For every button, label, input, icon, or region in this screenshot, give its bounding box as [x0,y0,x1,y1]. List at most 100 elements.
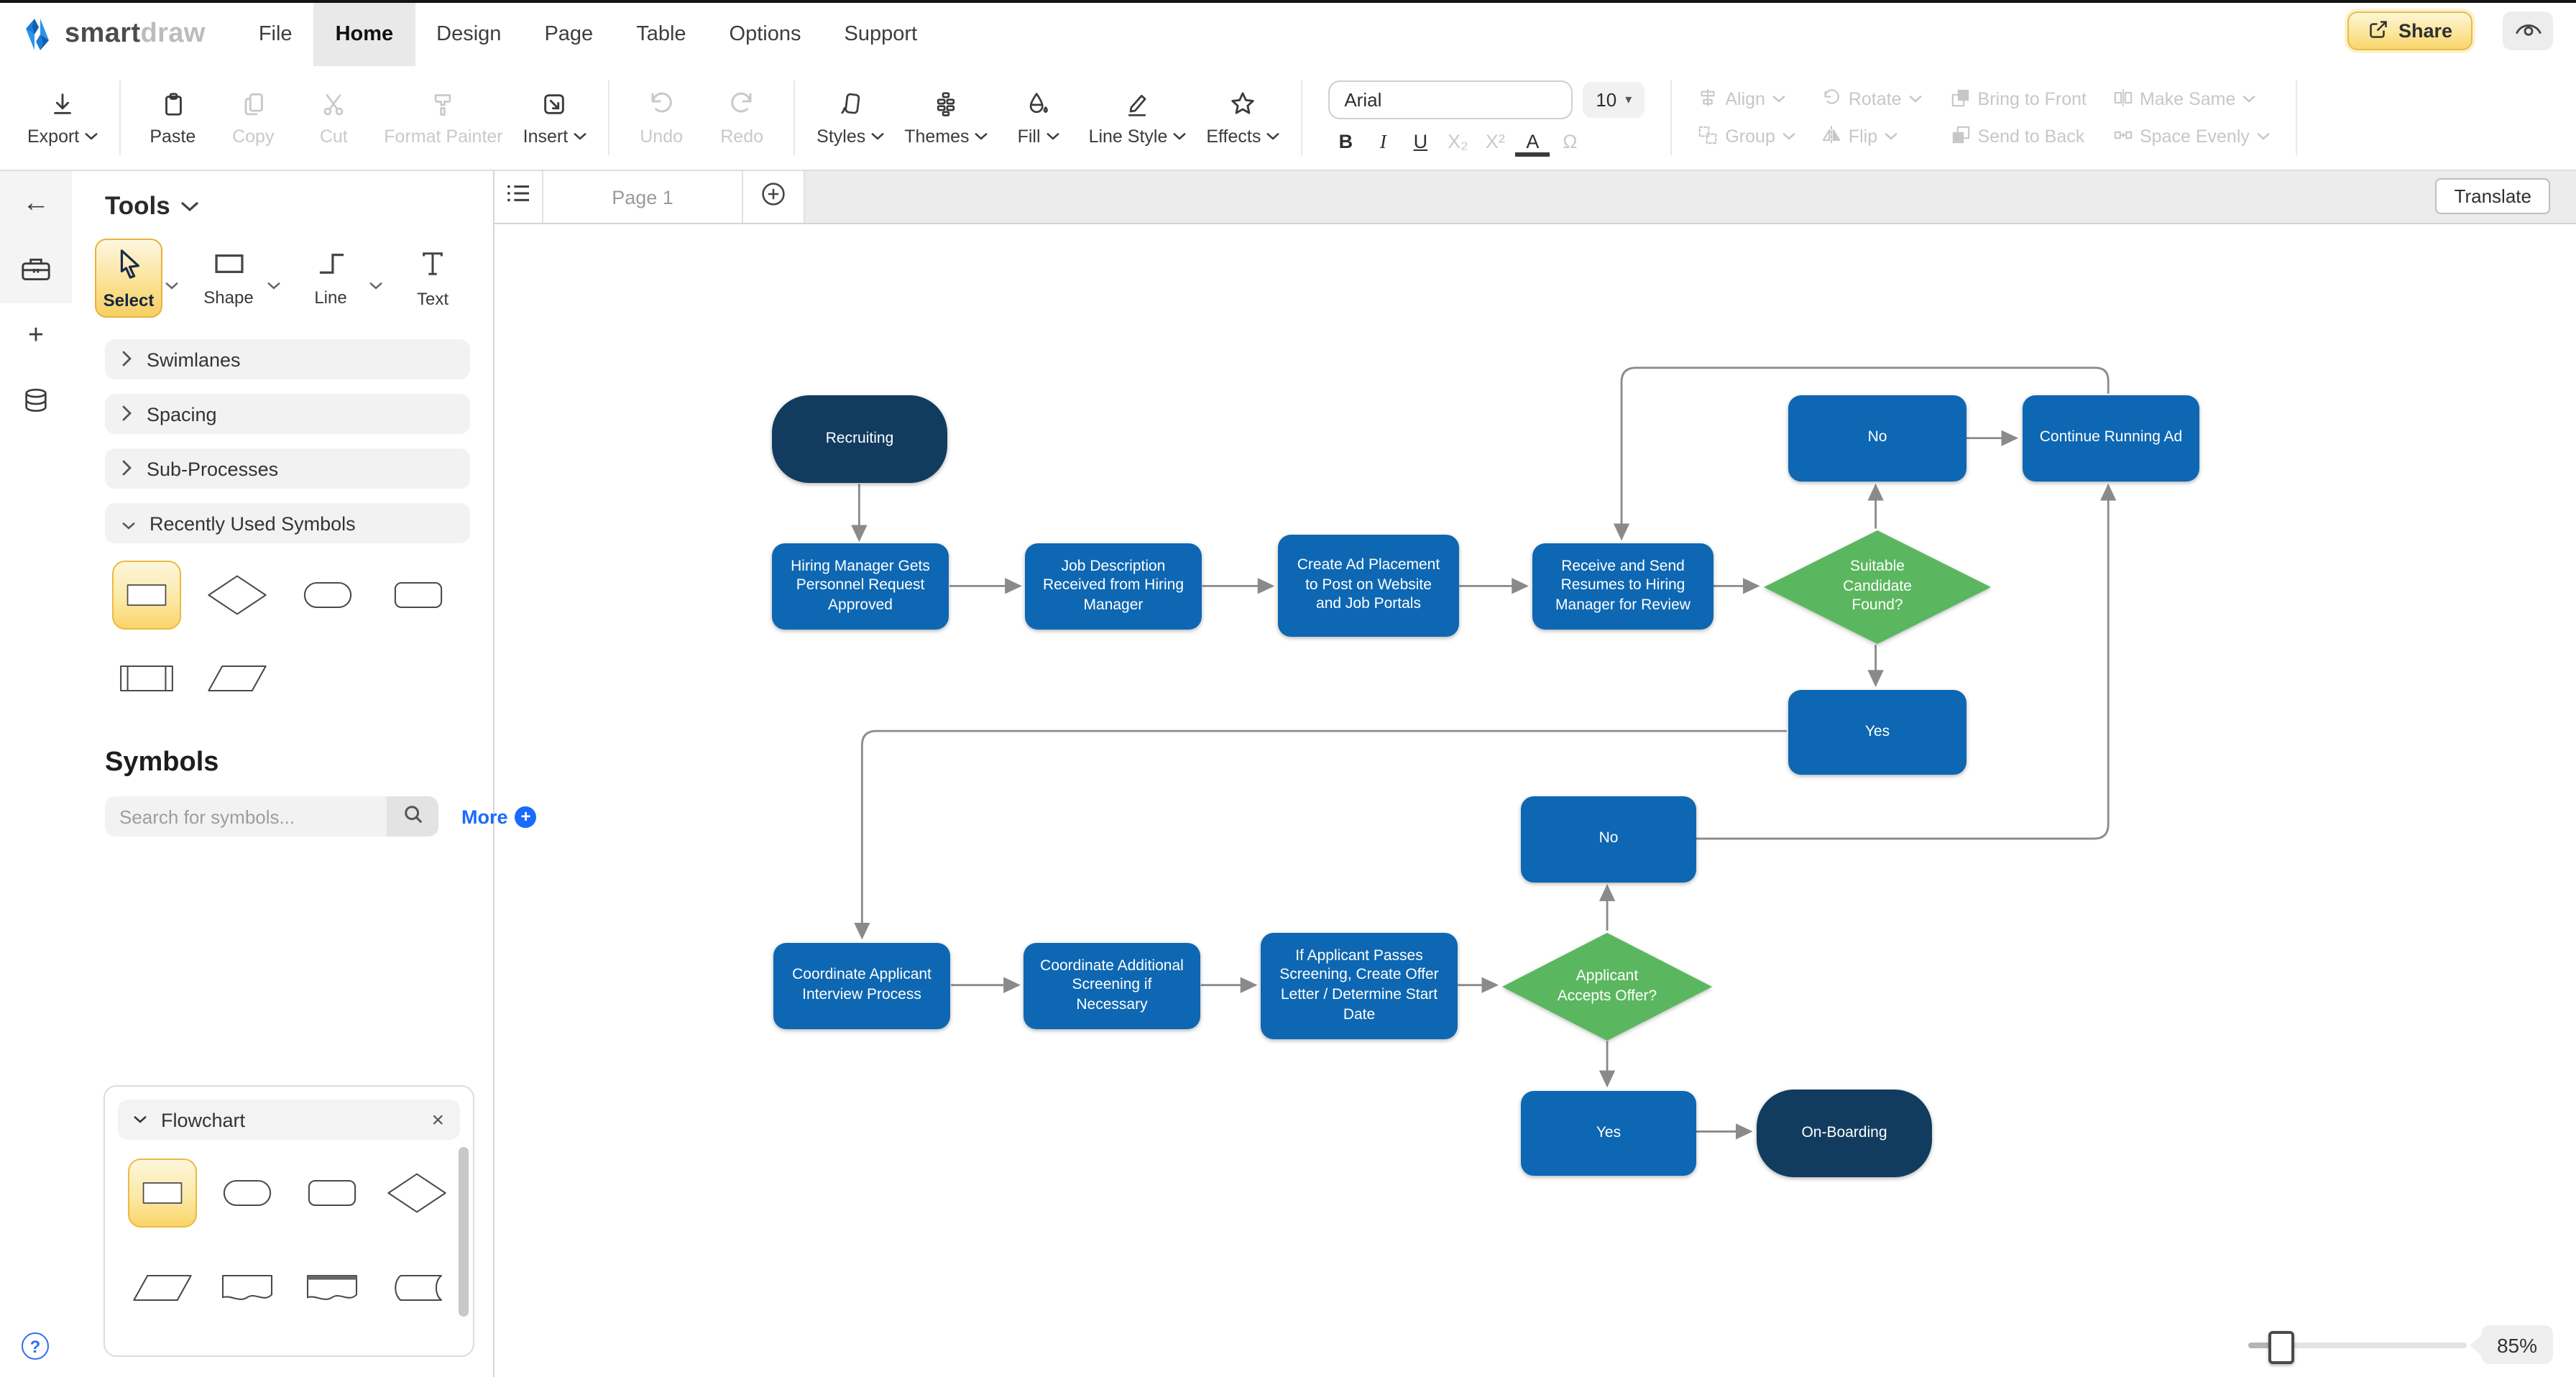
menu-item-design[interactable]: Design [436,23,502,46]
node-no-2[interactable]: No [1521,796,1696,883]
subscript-button[interactable]: X₂ [1440,127,1475,156]
symbol-terminator-stadium[interactable] [204,1156,289,1230]
tool-select-button[interactable]: Select [95,239,162,318]
menu-item-home[interactable]: Home [313,3,415,66]
add-panel-button[interactable]: + [0,303,72,369]
node-receive-resumes[interactable]: Receive and Send Resumes to Hiring Manag… [1532,543,1714,630]
font-color-button[interactable]: A [1515,131,1550,156]
help-button[interactable]: ? [22,1332,49,1360]
chevron-down-icon[interactable] [267,272,280,298]
insert-symbol-button[interactable]: Ω [1552,127,1587,156]
superscript-button[interactable]: X² [1478,127,1512,156]
symbol-stored-data[interactable] [374,1251,459,1325]
cut-button[interactable]: Cut [293,72,374,164]
node-recruiting[interactable]: Recruiting [772,395,947,483]
node-job-desc[interactable]: Job Description Received from Hiring Man… [1025,543,1202,630]
node-coordinate-screening[interactable]: Coordinate Additional Screening if Neces… [1024,943,1200,1029]
tool-text-button[interactable]: Text [397,239,469,319]
tool-shape-button[interactable]: Shape [193,239,264,319]
symbol-process-rectangle[interactable] [101,558,192,632]
section-swimlanes[interactable]: Swimlanes [105,339,470,379]
flowchart-category-header[interactable]: Flowchart × [118,1100,460,1140]
share-button[interactable]: Share [2347,11,2472,50]
tools-header[interactable]: Tools [105,191,493,221]
section-spacing[interactable]: Spacing [105,394,470,434]
present-view-button[interactable] [2503,11,2553,50]
node-yes-1[interactable]: Yes [1788,690,1966,775]
node-continue-ad[interactable]: Continue Running Ad [2023,395,2199,482]
bold-button[interactable]: B [1328,127,1363,156]
page-list-button[interactable] [494,171,543,223]
symbol-terminator-stadium[interactable] [282,558,374,632]
symbol-rounded-rectangle[interactable] [374,558,465,632]
node-yes-2[interactable]: Yes [1521,1091,1696,1176]
symbol-decision-diamond[interactable] [374,1156,459,1230]
symbol-data-parallelogram[interactable] [119,1251,204,1325]
menu-item-page[interactable]: Page [544,23,594,46]
node-no-1[interactable]: No [1788,395,1966,482]
make-same-button[interactable]: Make Same [2112,87,2270,111]
node-onboarding[interactable]: On-Boarding [1757,1090,1932,1177]
symbol-process-rectangle[interactable] [119,1156,204,1230]
data-panel-button[interactable] [0,369,72,436]
close-icon[interactable]: × [431,1107,444,1132]
menu-item-table[interactable]: Table [636,23,686,46]
node-create-ad[interactable]: Create Ad Placement to Post on Website a… [1278,535,1459,637]
themes-button[interactable]: Themes [894,72,998,164]
symbol-document[interactable] [204,1251,289,1325]
menu-item-support[interactable]: Support [844,23,918,46]
add-page-button[interactable] [743,171,805,223]
rotate-button[interactable]: Rotate [1821,87,1922,111]
underline-button[interactable]: U [1403,127,1438,156]
font-size-select[interactable]: 10▾ [1583,81,1645,117]
zoom-slider[interactable] [2248,1330,2467,1363]
collapse-panel-button[interactable]: ← [0,171,72,237]
node-offer-letter[interactable]: If Applicant Passes Screening, Create Of… [1261,933,1458,1039]
fill-button[interactable]: Fill [998,72,1079,164]
section-sub-processes[interactable]: Sub-Processes [105,448,470,489]
send-to-back-button[interactable]: Send to Back [1951,124,2087,149]
symbol-predefined-process[interactable] [119,1345,204,1355]
symbol-shaded-document[interactable] [289,1251,374,1325]
paste-button[interactable]: Paste [132,72,213,164]
italic-button[interactable]: I [1366,127,1400,156]
node-hiring-approved[interactable]: Hiring Manager Gets Personnel Request Ap… [772,543,949,630]
menu-item-file[interactable]: File [258,23,293,46]
effects-button[interactable]: Effects [1196,72,1289,164]
font-family-input[interactable]: Arial [1328,80,1573,119]
insert-button[interactable]: Insert [513,72,597,164]
group-button[interactable]: Group [1698,124,1795,149]
translate-button[interactable]: Translate [2435,178,2550,214]
symbol-search-input[interactable] [105,796,387,837]
node-accepts-offer[interactable]: Applicant Accepts Offer? [1502,933,1712,1041]
space-evenly-button[interactable]: Space Evenly [2112,124,2270,149]
symbol-predefined-process[interactable] [101,641,192,716]
symbol-magnetic-drum[interactable] [204,1345,289,1355]
redo-button[interactable]: Redo [702,72,782,164]
scrollbar-thumb[interactable] [459,1147,469,1317]
bring-to-front-button[interactable]: Bring to Front [1951,87,2087,111]
chevron-down-icon[interactable] [369,272,382,298]
copy-button[interactable]: Copy [213,72,293,164]
symbol-decision-diamond[interactable] [192,558,283,632]
styles-button[interactable]: Styles [806,72,894,164]
search-button[interactable] [387,796,438,837]
line-style-button[interactable]: Line Style [1079,72,1197,164]
export-button[interactable]: Export [17,72,108,164]
undo-button[interactable]: Undo [621,72,702,164]
symbol-data-parallelogram[interactable] [192,641,283,716]
node-coordinate-interview[interactable]: Coordinate Applicant Interview Process [773,943,950,1029]
chevron-down-icon[interactable] [165,271,178,297]
more-symbols-link[interactable]: More+ [453,804,546,829]
symbol-circle-connector[interactable] [374,1345,459,1355]
symbol-direct-access-storage[interactable] [289,1345,374,1355]
align-button[interactable]: Align [1698,87,1795,111]
symbol-rounded-rectangle[interactable] [289,1156,374,1230]
toolbox-tab-button[interactable] [0,237,72,303]
format-painter-button[interactable]: Format Painter [374,72,512,164]
flip-button[interactable]: Flip [1821,124,1922,149]
menu-item-options[interactable]: Options [729,23,801,46]
tool-line-button[interactable]: Line [295,239,367,319]
node-suitable-candidate[interactable]: Suitable Candidate Found? [1764,530,1991,644]
